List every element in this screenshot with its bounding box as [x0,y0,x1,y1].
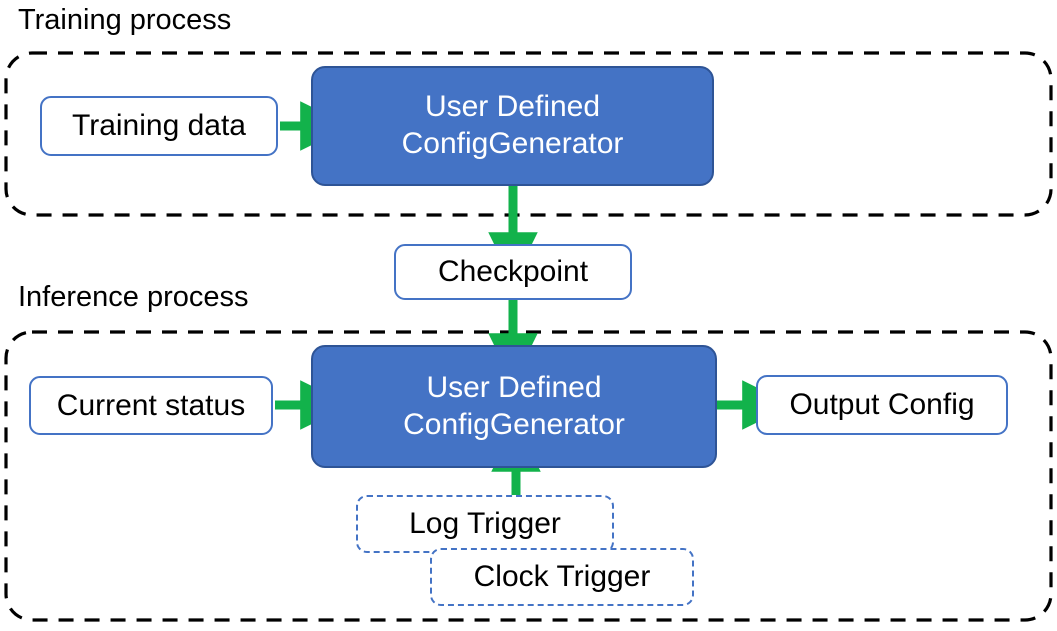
node-clock-trigger[interactable]: Clock Trigger [430,548,694,606]
training-process-container [4,51,1053,217]
node-inference-config-generator[interactable]: User Defined ConfigGenerator [311,345,717,468]
node-log-trigger[interactable]: Log Trigger [356,495,614,553]
node-output-config[interactable]: Output Config [756,375,1008,435]
inference-process-container [4,330,1053,622]
node-checkpoint[interactable]: Checkpoint [394,244,632,300]
node-training-config-generator-line2: ConfigGenerator [401,127,624,160]
training-process-label: Training process [18,4,232,36]
node-inference-config-generator-line2: ConfigGenerator [403,407,625,441]
inference-process-label: Inference process [18,281,249,313]
node-inference-config-generator-line1: User Defined [426,370,602,404]
node-current-status[interactable]: Current status [29,376,273,435]
node-training-config-generator[interactable]: User Defined ConfigGenerator [311,66,714,186]
node-training-config-generator-line1: User Defined [424,90,601,124]
node-training-data[interactable]: Training data [40,96,278,156]
